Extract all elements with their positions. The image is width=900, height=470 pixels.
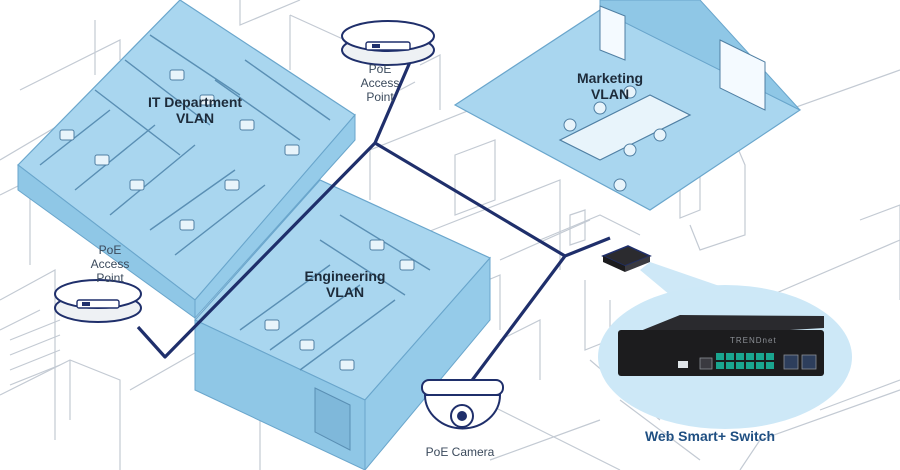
small-switch-icon (601, 245, 652, 272)
web-smart-switch-icon: TRENDnet (618, 315, 824, 376)
switch-label: Web Smart+ Switch (644, 428, 776, 444)
ap-left-label-line2: Access (90, 256, 130, 271)
engineering-vlan-label-line1: Engineering (304, 268, 386, 284)
marketing-vlan-label-line1: Marketing (576, 70, 644, 86)
access-point-top-icon (341, 20, 435, 66)
ap-top-label-line2: Access (360, 75, 400, 90)
marketing-vlan-zone (453, 0, 802, 211)
engineering-vlan-zone (194, 179, 491, 470)
access-point-left-icon (54, 279, 142, 323)
marketing-vlan-label: Marketing VLAN (555, 70, 665, 102)
ap-left-label-line1: PoE (98, 243, 122, 257)
ap-top-label-line3: Point (366, 89, 394, 104)
ap-top-label-line1: PoE (368, 62, 392, 76)
it-vlan-label-line2: VLAN (175, 110, 215, 127)
engineering-vlan-label-line2: VLAN (325, 284, 365, 301)
it-vlan-label-line1: IT Department (147, 94, 243, 110)
marketing-vlan-label-line2: VLAN (590, 86, 630, 103)
svg-text:TRENDnet: TRENDnet (730, 336, 777, 345)
poe-camera-icon (421, 379, 504, 430)
engineering-vlan-label: Engineering VLAN (290, 268, 400, 300)
it-department-vlan-zone (17, 0, 356, 320)
camera-label: PoE Camera (425, 445, 495, 459)
ap-left-label: PoE Access Point (80, 243, 140, 285)
ap-left-label-line3: Point (96, 270, 124, 285)
ap-top-label: PoE Access Point (350, 62, 410, 104)
network-cable (136, 61, 611, 384)
it-vlan-label: IT Department VLAN (120, 94, 270, 126)
